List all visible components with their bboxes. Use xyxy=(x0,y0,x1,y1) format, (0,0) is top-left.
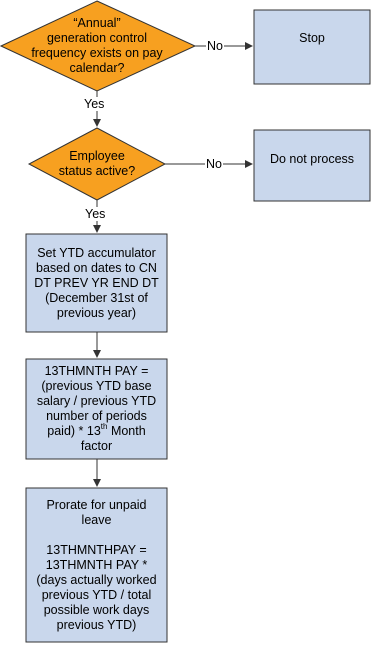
prorate-line-8: possible work days xyxy=(43,602,150,617)
edge-label-no-1: No xyxy=(206,39,224,53)
edge-label-yes-2: Yes xyxy=(84,207,107,221)
prorate-label: Prorate for unpaid leave 13THMNTHPAY = 1… xyxy=(26,488,167,642)
calc-13th-line-5-pre: paid) * 13 xyxy=(47,424,101,438)
calc-13th-line-1: 13THMNTH PAY = xyxy=(44,364,149,378)
calc-13th-line-5-post: Month xyxy=(107,424,146,438)
stop-label: Stop xyxy=(254,10,370,84)
prorate-line-3 xyxy=(95,528,98,542)
calc-13th-line-4: number of periods xyxy=(46,409,147,423)
decision-annual-line-1: “Annual” xyxy=(73,16,121,30)
do-not-process-label: Do not process xyxy=(254,130,370,201)
stop-box xyxy=(253,9,371,85)
decision-active-line-2: status active? xyxy=(58,164,136,178)
stop-line-1: Stop xyxy=(299,30,325,45)
prorate-box xyxy=(25,487,168,643)
set-ytd-line-4: (December 31st of xyxy=(45,290,148,305)
calc-13th-label: 13THMNTH PAY = (previous YTD base salary… xyxy=(26,359,167,459)
calc-13th-line-3: salary / previous YTD xyxy=(36,394,157,408)
set-ytd-line-1: Set YTD accumulator xyxy=(37,245,156,260)
calc-13th-line-6: factor xyxy=(80,439,113,453)
do-not-process-line-1: Do not process xyxy=(269,152,355,166)
prorate-line-2: leave xyxy=(81,512,112,527)
decision-annual-line-3: frequency exists on pay xyxy=(31,46,163,60)
set-ytd-line-5: previous year) xyxy=(56,305,137,320)
set-ytd-line-2: based on dates to CN xyxy=(36,260,157,275)
edge-label-no-2: No xyxy=(205,157,223,171)
calc-13th-line-2: (previous YTD base xyxy=(41,379,152,393)
prorate-line-7: previous YTD / total xyxy=(41,587,152,602)
decision-annual-line-4: calendar? xyxy=(69,61,125,75)
prorate-line-4: 13THMNTHPAY = xyxy=(46,542,147,557)
set-ytd-label: Set YTD accumulator based on dates to CN… xyxy=(26,234,167,332)
decision-active-label: Employee status active? xyxy=(40,146,154,182)
prorate-line-6: (days actually worked xyxy=(36,572,157,587)
set-ytd-line-3: DT PREV YR END DT xyxy=(34,275,159,290)
decision-annual-label: “Annual” generation control frequency ex… xyxy=(20,9,174,83)
decision-active-line-1: Employee xyxy=(69,149,125,163)
prorate-line-9: previous YTD) xyxy=(56,617,137,632)
decision-annual-line-2: generation control xyxy=(46,31,148,45)
calc-13th-superscript: th xyxy=(100,421,108,431)
edge-label-yes-1: Yes xyxy=(83,97,106,111)
do-not-process-box xyxy=(253,129,371,202)
calc-13th-line-5: paid) * 13th Month xyxy=(47,421,146,438)
prorate-line-5: 13THMNTH PAY * xyxy=(45,557,148,572)
prorate-line-1: Prorate for unpaid xyxy=(46,497,147,512)
